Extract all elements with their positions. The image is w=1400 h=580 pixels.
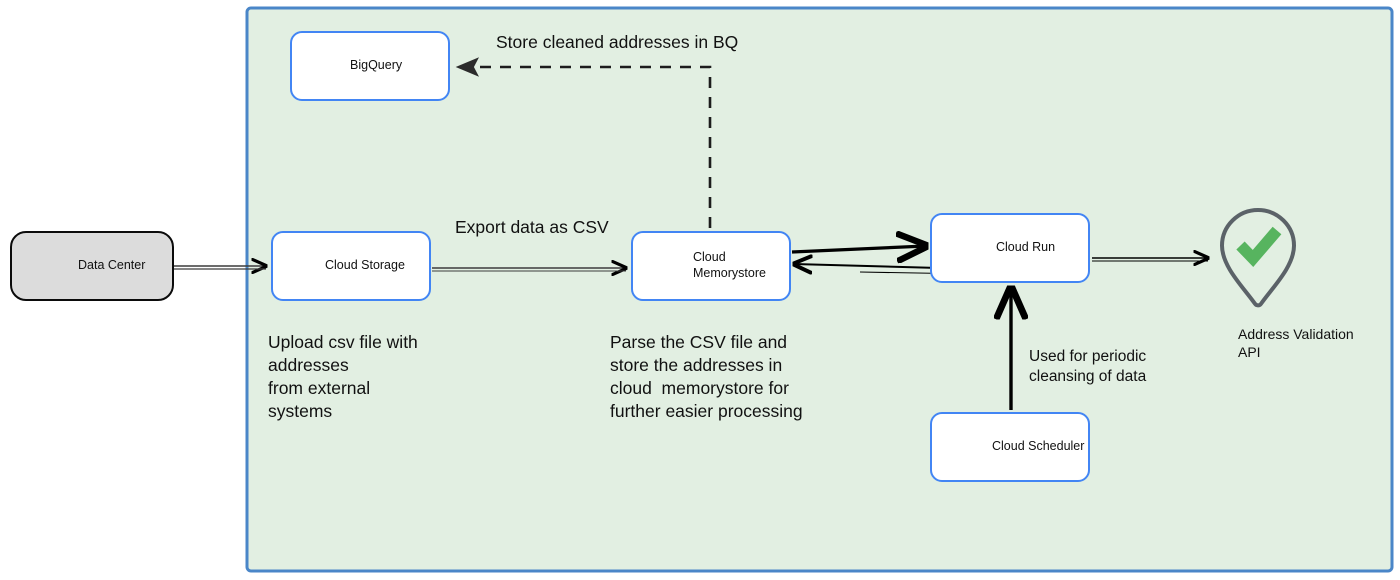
annotation-upload-note: Upload csv file with addresses from exte…: [268, 332, 418, 422]
node-cloud-scheduler[interactable]: Cloud Scheduler: [930, 412, 1090, 482]
bigquery-icon-slot: [292, 46, 338, 86]
edge-memorystore-to-cloudrun: [791, 246, 926, 252]
edge-label-periodic-cleansing: Used for periodic cleansing of data: [1029, 348, 1147, 386]
node-cloud-run[interactable]: Cloud Run: [930, 213, 1090, 283]
map-pin-check-icon: [1219, 207, 1297, 308]
edge-label-store-cleaned-addresses: Store cleaned addresses in BQ: [496, 32, 739, 52]
edge-label-export-data-as-csv: Export data as CSV: [455, 217, 609, 237]
node-label-data-center: Data Center: [78, 258, 146, 273]
cloud-memorystore-icon-slot: [633, 246, 681, 286]
node-label-cloud-scheduler: Cloud Scheduler: [992, 439, 1085, 454]
cloud-boundary: [245, 6, 1394, 573]
annotation-parse-note: Parse the CSV file and store the address…: [610, 332, 803, 422]
node-data-center[interactable]: Data Center: [10, 231, 174, 301]
node-cloud-memorystore[interactable]: Cloud Memorystore: [631, 231, 791, 301]
edge-cloudrun-to-bigquery-dashed: [455, 57, 712, 228]
node-label-cloud-storage: Cloud Storage: [325, 258, 405, 273]
datacenter-icon-slot: [12, 246, 64, 286]
node-label-address-validation: Address Validation API: [1238, 326, 1354, 361]
cloud-scheduler-icon-slot: [932, 427, 980, 467]
node-label-bigquery: BigQuery: [350, 58, 403, 73]
edge-cloudrun-to-address-validation: [1092, 258, 1208, 261]
edge-datacenter-to-storage: [174, 266, 266, 269]
node-cloud-storage[interactable]: Cloud Storage: [271, 231, 431, 301]
cloud-run-icon-slot: [932, 228, 984, 268]
edge-storage-to-memorystore: [432, 268, 626, 271]
node-label-cloud-run: Cloud Run: [996, 240, 1056, 255]
cloud-storage-icon-slot: [273, 246, 313, 286]
node-bigquery[interactable]: BigQuery: [290, 31, 450, 101]
node-label-cloud-memorystore: Cloud Memorystore: [693, 250, 766, 280]
